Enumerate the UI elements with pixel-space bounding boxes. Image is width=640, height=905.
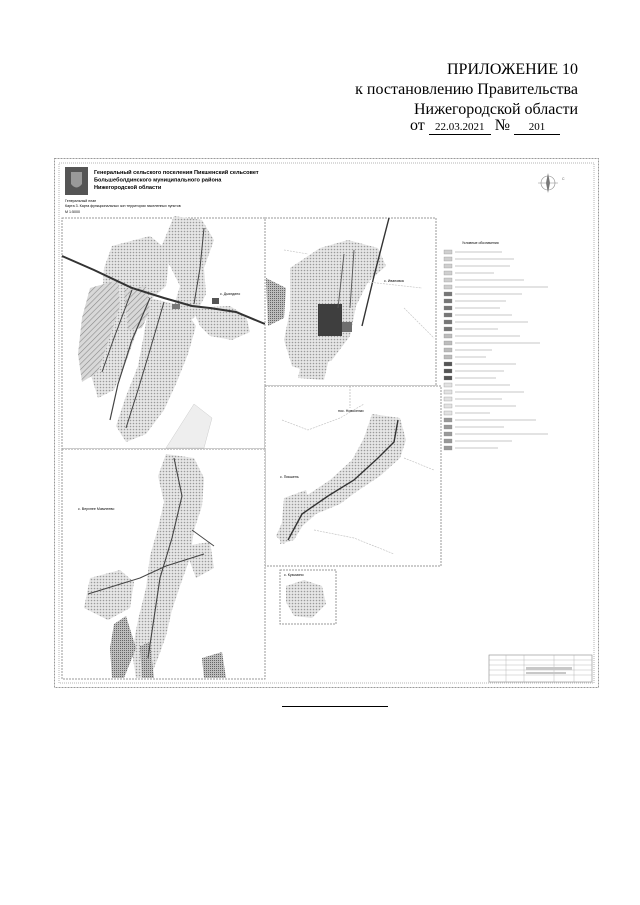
svg-text:С: С bbox=[562, 177, 565, 181]
place-label-dyaldino: с. Дьялдино bbox=[220, 292, 240, 296]
appendix-date-line: от 22.03.2021 № 201 bbox=[410, 116, 560, 136]
map-legend: Условные обозначения bbox=[442, 238, 592, 453]
appendix-title: ПРИЛОЖЕНИЕ 10 bbox=[446, 61, 578, 78]
place-label-kuzmino: с. Кузьмино bbox=[284, 573, 304, 577]
map-title-3: Нижегородской области bbox=[94, 184, 162, 191]
map-panel-kuzmino: с. Кузьмино bbox=[279, 569, 337, 625]
appendix-decree-line: к постановлению Правительства bbox=[355, 81, 578, 98]
map-panel-dyaldino: с. Дьялдино bbox=[61, 216, 266, 450]
place-label-pikshen: с. Пикшень bbox=[280, 475, 299, 479]
number-sign: № bbox=[494, 117, 510, 134]
drawing-stamp-table bbox=[488, 654, 593, 683]
map-title-block: Генеральный сельского поселения Пикшенск… bbox=[65, 167, 259, 214]
place-label-novoselki: пос. Новоселки bbox=[338, 409, 364, 413]
map-panel-novoselki: пос. Новоселки с. Пикшень bbox=[264, 385, 442, 567]
place-label-vekhnee-mamleevo: с. Верхнее Мамлеево bbox=[78, 507, 114, 511]
decree-date: 22.03.2021 bbox=[428, 120, 491, 135]
map-scale: М 1:5000 bbox=[65, 210, 80, 214]
map-sheet: Генеральный сельского поселения Пикшенск… bbox=[54, 158, 599, 688]
map-panel-ivanovka: с. Ивановка bbox=[264, 217, 437, 387]
map-title-1: Генеральный сельского поселения Пикшенск… bbox=[94, 169, 259, 176]
map-panel-vekhnee-mamleevo: с. Верхнее Мамлеево bbox=[61, 448, 266, 680]
from-label: от bbox=[409, 117, 425, 134]
decree-number: 201 bbox=[514, 120, 560, 135]
compass-rose-icon: С bbox=[538, 173, 565, 193]
svg-text:Условные обозначения: Условные обозначения bbox=[462, 241, 499, 245]
place-label-ivanovka: с. Ивановка bbox=[384, 279, 404, 283]
map-subtitle-2: Карта 3. Карта функциональных зон террит… bbox=[65, 204, 181, 208]
separator-line bbox=[282, 706, 388, 707]
map-subtitle-1: Генеральный план bbox=[65, 199, 96, 203]
appendix-region-line: Нижегородской области bbox=[413, 101, 578, 118]
map-title-2: Большеболдинского муниципального района bbox=[94, 177, 222, 184]
